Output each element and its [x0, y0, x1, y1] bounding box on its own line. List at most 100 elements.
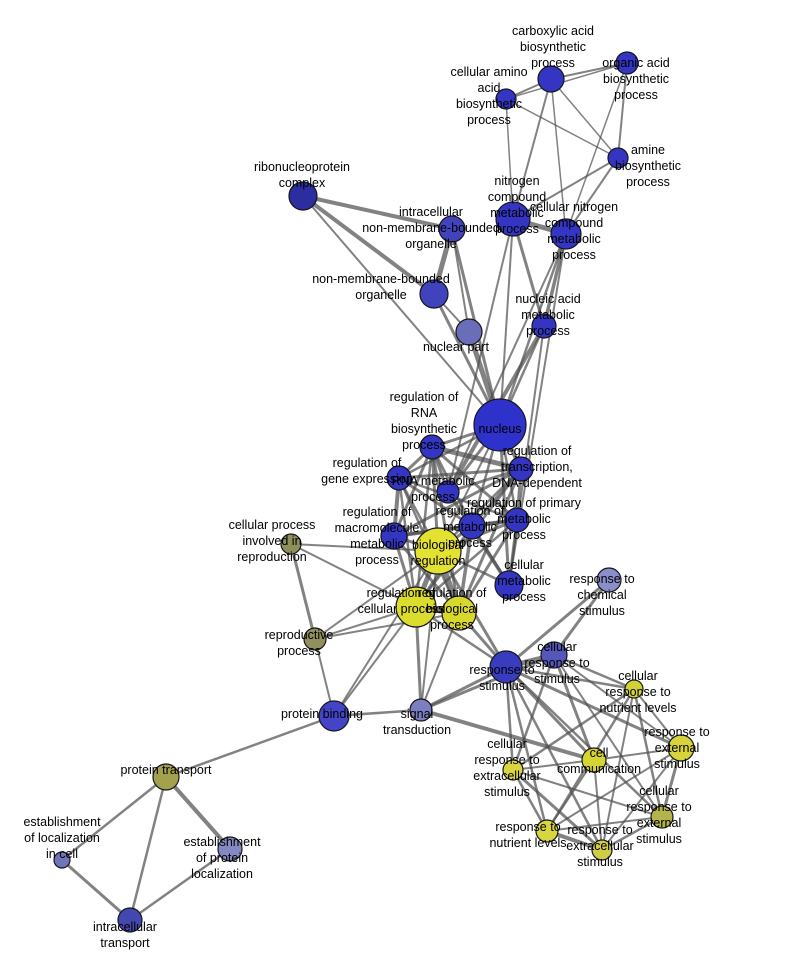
- node-cellular-amino-acid-biosynthetic-process[interactable]: [495, 88, 517, 110]
- node-response-to-extracellular-stimulus[interactable]: [591, 839, 613, 861]
- edges-layer: [60, 62, 683, 922]
- edge-cellular-response-to-extracellular-stimulus--cellular-response-to-external-stimulus: [512, 769, 663, 818]
- node-cell-communication[interactable]: [581, 747, 607, 773]
- node-signal-transduction[interactable]: [409, 698, 433, 722]
- node-regulation-of-biological-process[interactable]: [441, 595, 477, 631]
- node-cellular-nitrogen-compound-metabolic-process[interactable]: [550, 218, 582, 250]
- node-label-nuclear-part: nuclear part: [423, 340, 490, 354]
- node-regulation-of-gene-expression[interactable]: [386, 465, 412, 491]
- edge-response-to-stimulus--cellular-response-to-external-stimulus: [504, 665, 664, 819]
- edge-response-to-stimulus--response-to-external-stimulus: [504, 665, 683, 750]
- edge-protein-transport--intracellular-transport: [128, 775, 168, 922]
- node-nucleus[interactable]: [473, 398, 527, 452]
- edge-regulation-of-biological-process--reproductive-process: [314, 612, 460, 640]
- edge-regulation-of-rna-biosynthetic-process--regulation-of-macromolecule-metabolic-process: [392, 445, 434, 538]
- node-regulation-of-primary-metabolic-process[interactable]: [504, 507, 530, 533]
- node-establishment-of-protein-localization[interactable]: [217, 836, 243, 862]
- edge-intracellular-transport--establishment-of-protein-localization: [128, 847, 232, 922]
- node-response-to-nutrient-levels[interactable]: [535, 819, 559, 843]
- node-regulation-of-rna-biosynthetic-process[interactable]: [419, 434, 445, 460]
- node-cellular-response-to-stimulus[interactable]: [540, 641, 568, 669]
- node-carboxylic-acid-biosynthetic-process[interactable]: [537, 65, 565, 93]
- node-response-to-stimulus[interactable]: [489, 650, 523, 684]
- edge-regulation-of-transcription-dna-dependent--rna-metabolic-process: [446, 467, 523, 494]
- node-cellular-process-involved-in-reproduction[interactable]: [280, 533, 302, 555]
- edge-response-to-chemical-stimulus--response-to-stimulus: [504, 578, 611, 669]
- node-reproductive-process[interactable]: [303, 627, 327, 651]
- node-response-to-external-stimulus[interactable]: [667, 734, 695, 762]
- edge-cellular-response-to-stimulus--cellular-response-to-external-stimulus: [553, 654, 663, 818]
- node-establishment-of-localization-in-cell[interactable]: [53, 851, 71, 869]
- node-protein-binding[interactable]: [318, 700, 350, 732]
- node-label-protein-binding: protein binding: [281, 707, 363, 721]
- edge-regulation-of-rna-biosynthetic-process--regulation-of-transcription-dna-dependent: [429, 444, 524, 472]
- edge-nitrogen-compound-metabolic-process--nucleus: [499, 218, 514, 426]
- node-response-to-chemical-stimulus[interactable]: [596, 567, 622, 593]
- node-nitrogen-compound-metabolic-process[interactable]: [495, 201, 531, 237]
- node-regulation-of-metabolic-process[interactable]: [458, 512, 486, 540]
- node-nuclear-part[interactable]: [455, 318, 483, 346]
- edge-regulation-of-gene-expression--regulation-of-primary-metabolic-process: [397, 476, 519, 522]
- node-protein-transport[interactable]: [152, 763, 180, 791]
- node-organic-acid-biosynthetic-process[interactable]: [615, 51, 639, 75]
- node-ribonucleoprotein-complex[interactable]: [288, 181, 318, 211]
- edge-cellular-amino-acid-biosynthetic-process--amine-biosynthetic-process: [505, 98, 619, 159]
- edge-intracellular-non-membrane-bounded-organelle--nuclear-part: [451, 228, 470, 333]
- node-cellular-response-to-nutrient-levels[interactable]: [624, 679, 644, 699]
- node-amine-biosynthetic-process[interactable]: [607, 147, 629, 169]
- edge-cell-communication--cellular-response-to-extracellular-stimulus: [512, 759, 595, 771]
- node-cellular-response-to-extracellular-stimulus[interactable]: [502, 759, 524, 781]
- edge-response-to-external-stimulus--response-to-nutrient-levels: [546, 747, 682, 832]
- edge-intracellular-transport--establishment-of-localization-in-cell: [60, 858, 132, 922]
- node-intracellular-transport[interactable]: [117, 907, 143, 933]
- node-regulation-of-transcription-dna-dependent[interactable]: [508, 456, 534, 482]
- edge-ribonucleoprotein-complex--nucleus: [302, 195, 501, 426]
- node-regulation-of-cellular-process[interactable]: [395, 586, 437, 628]
- edge-biological-regulation--reproductive-process: [314, 550, 439, 640]
- edge-cellular-response-to-stimulus--signal-transduction: [419, 653, 556, 712]
- edge-cellular-nitrogen-compound-metabolic-process--nucleic-acid-metabolic-process: [542, 232, 568, 328]
- node-intracellular-non-membrane-bounded-organelle[interactable]: [438, 215, 466, 243]
- node-biological-regulation[interactable]: [414, 527, 462, 575]
- node-nucleic-acid-metabolic-process[interactable]: [531, 313, 557, 339]
- edge-cellular-nitrogen-compound-metabolic-process--rna-metabolic-process: [447, 233, 567, 493]
- edge-biological-regulation--cellular-process-involved-in-reproduction: [290, 543, 439, 552]
- node-non-membrane-bounded-organelle[interactable]: [419, 279, 449, 309]
- edge-carboxylic-acid-biosynthetic-process--amine-biosynthetic-process: [550, 78, 619, 159]
- node-cellular-metabolic-process[interactable]: [494, 570, 524, 600]
- node-regulation-of-macromolecule-metabolic-process[interactable]: [380, 522, 408, 550]
- edge-cellular-response-to-extracellular-stimulus--response-to-extracellular-stimulus: [511, 768, 604, 852]
- edge-organic-acid-biosynthetic-process--cellular-nitrogen-compound-metabolic-process: [565, 62, 628, 235]
- node-cellular-response-to-external-stimulus[interactable]: [650, 805, 674, 829]
- edge-organic-acid-biosynthetic-process--cellular-amino-acid-biosynthetic-process: [505, 62, 628, 100]
- node-rna-metabolic-process[interactable]: [436, 480, 460, 504]
- edge-protein-transport--establishment-of-localization-in-cell: [60, 775, 168, 862]
- edge-response-to-nutrient-levels--cellular-response-to-external-stimulus: [546, 816, 663, 832]
